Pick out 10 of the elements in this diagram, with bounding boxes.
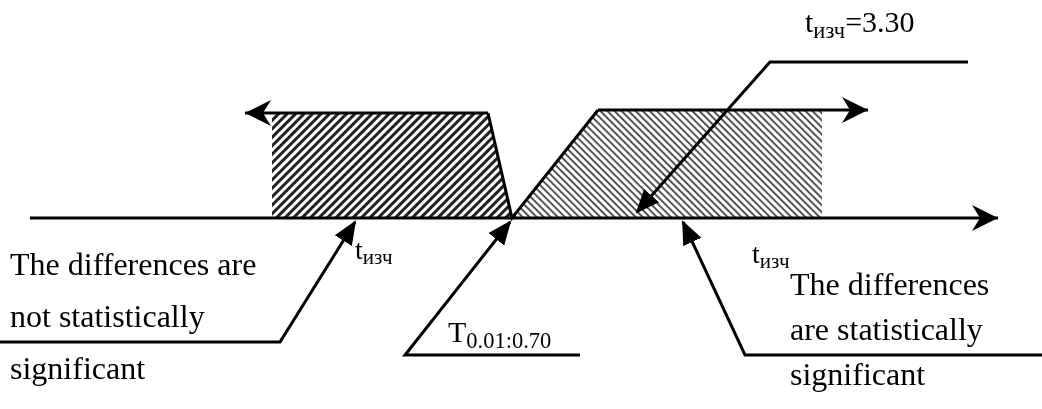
callout-text: T$_{0.01:0.70}$: [448, 314, 553, 352]
leader-line: [0, 220, 357, 344]
leader-line: [635, 60, 968, 214]
leader-line: [681, 220, 1042, 357]
callout-text: The differences are not statistically significant: [10, 245, 258, 388]
callout-text: t$_{изч}$=3.30: [805, 4, 916, 42]
variable-label: t$_{изч}$: [752, 237, 790, 272]
variable-label: t$_{изч}$: [355, 233, 393, 268]
leader-line: [401, 220, 580, 357]
callout-text: The differences are statistically significant: [790, 265, 991, 394]
